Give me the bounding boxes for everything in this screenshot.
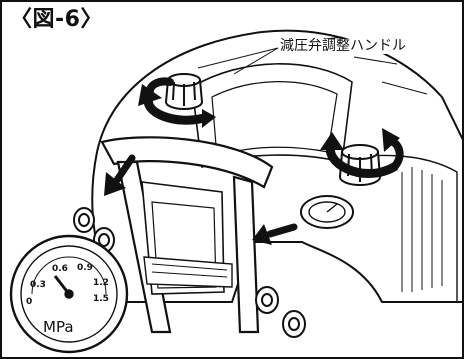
push-arrow-left bbox=[113, 154, 136, 184]
figure-label: 〈図-6〉 bbox=[8, 7, 105, 33]
gauge-tick-1.5: 1.5 bbox=[93, 294, 109, 304]
carry-handle bbox=[100, 136, 274, 334]
push-arrow-right bbox=[266, 223, 298, 238]
gauge-tick-0.3: 0.3 bbox=[30, 280, 46, 290]
gauge-unit-label: MPa bbox=[43, 318, 74, 336]
push-arrowhead-left bbox=[104, 172, 126, 196]
regulator-knob-left bbox=[165, 73, 203, 110]
body-pressure-gauge bbox=[300, 195, 354, 229]
push-arrowhead-right bbox=[252, 224, 272, 245]
rotate-arrowhead-right-2 bbox=[320, 132, 344, 150]
callout-leader bbox=[197, 47, 279, 69]
regulator-handle-callout: 減圧弁調整ハンドル bbox=[280, 38, 406, 55]
gauge-tick-0.6: 0.6 bbox=[52, 264, 68, 274]
callout-leader-2 bbox=[233, 47, 279, 75]
rotate-arrowhead-right bbox=[382, 128, 400, 152]
gauge-tick-0: 0 bbox=[26, 297, 33, 307]
rotate-arrowhead-left-2 bbox=[202, 109, 216, 128]
mpa-gauge bbox=[9, 234, 129, 354]
air-coupler-right bbox=[255, 286, 306, 338]
rotate-arrowhead-left bbox=[138, 84, 162, 106]
gauge-tick-1.2: 1.2 bbox=[93, 278, 109, 288]
gauge-tick-0.9: 0.9 bbox=[77, 263, 93, 273]
